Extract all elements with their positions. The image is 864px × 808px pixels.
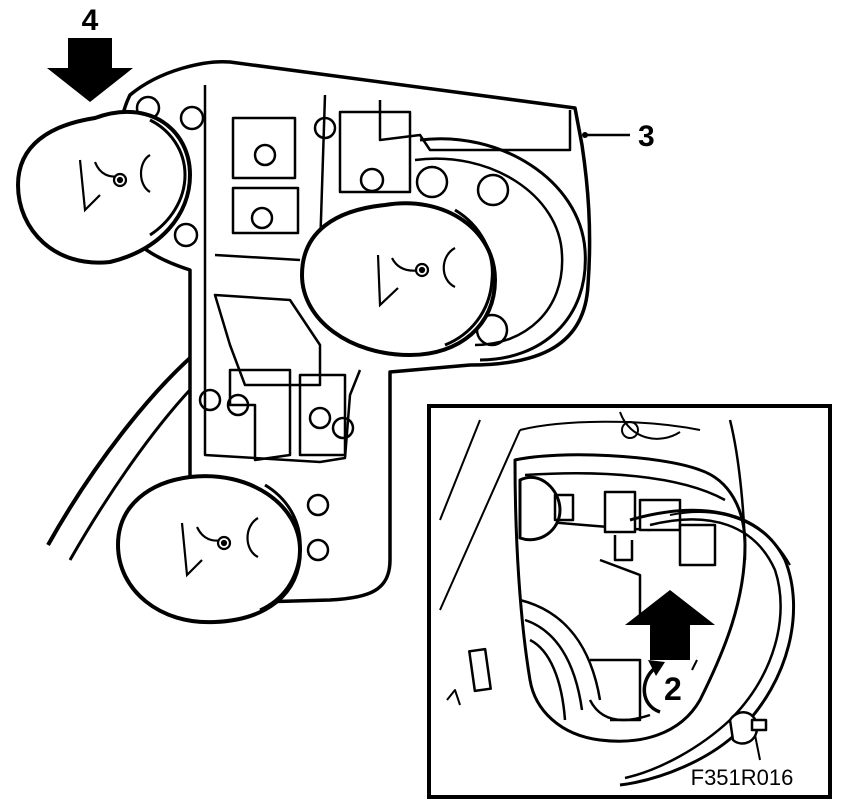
inset-bulb bbox=[518, 475, 562, 542]
inset-detail: 2 F351R016 bbox=[427, 404, 832, 799]
up-arrow-icon bbox=[625, 590, 715, 660]
callout-2: 2 bbox=[664, 671, 682, 707]
socket-ring bbox=[419, 137, 587, 362]
bulb-bottom bbox=[115, 474, 303, 625]
connector bbox=[603, 490, 637, 534]
holder-inner-edge bbox=[203, 85, 362, 464]
lamp-housing bbox=[513, 453, 747, 743]
filament bbox=[180, 517, 259, 578]
bulb-right bbox=[299, 201, 498, 358]
filament bbox=[78, 154, 151, 213]
inset-frame bbox=[427, 404, 832, 799]
compartment bbox=[231, 116, 297, 180]
filament bbox=[376, 247, 456, 308]
down-arrow-icon bbox=[47, 38, 133, 102]
bolt bbox=[728, 711, 768, 761]
cable bbox=[46, 343, 207, 546]
bulb-top-left bbox=[15, 109, 193, 265]
compartment bbox=[231, 186, 300, 235]
callout-3: 3 bbox=[638, 120, 655, 153]
compartment bbox=[213, 293, 322, 387]
compartment bbox=[338, 110, 412, 194]
figure-code: F351R016 bbox=[691, 765, 794, 790]
rotate-arrow-icon bbox=[642, 666, 661, 714]
callout-4: 4 bbox=[82, 4, 99, 37]
